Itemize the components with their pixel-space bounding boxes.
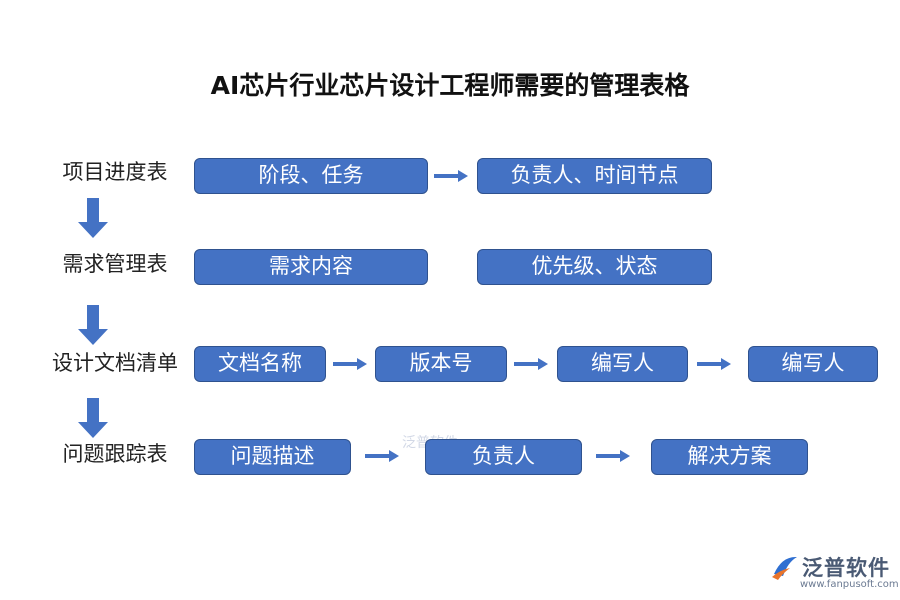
row-label-issue-tracking: 问题跟踪表 xyxy=(62,442,168,466)
box-version: 版本号 xyxy=(375,346,507,382)
brand-logo-icon xyxy=(772,556,797,580)
diagram-title: AI芯片行业芯片设计工程师需要的管理表格 xyxy=(210,71,690,100)
row-label-project-schedule: 项目进度表 xyxy=(62,160,168,184)
box-stage-task: 阶段、任务 xyxy=(194,158,428,194)
row-label-requirements: 需求管理表 xyxy=(62,252,168,276)
box-author-2: 编写人 xyxy=(748,346,878,382)
box-solution: 解决方案 xyxy=(651,439,808,475)
box-owner: 负责人 xyxy=(425,439,582,475)
arrow-right-icon xyxy=(697,358,731,370)
row-label-design-docs: 设计文档清单 xyxy=(52,351,178,375)
box-doc-name: 文档名称 xyxy=(194,346,326,382)
arrow-down-icon xyxy=(78,198,108,238)
brand-name: 泛普软件 xyxy=(802,556,890,580)
box-issue-description: 问题描述 xyxy=(194,439,351,475)
arrow-down-icon xyxy=(78,398,108,438)
arrow-right-icon xyxy=(365,450,399,462)
arrow-right-icon xyxy=(434,170,468,182)
arrow-right-icon xyxy=(514,358,548,370)
brand-logo: 泛普软件 www.fanpusoft.com xyxy=(770,550,899,596)
arrow-right-icon xyxy=(596,450,630,462)
box-priority-status: 优先级、状态 xyxy=(477,249,712,285)
box-author: 编写人 xyxy=(557,346,688,382)
arrow-right-icon xyxy=(333,358,367,370)
box-requirement-content: 需求内容 xyxy=(194,249,428,285)
arrow-down-icon xyxy=(78,305,108,345)
box-owner-milestone: 负责人、时间节点 xyxy=(477,158,712,194)
brand-url: www.fanpusoft.com xyxy=(800,579,899,590)
